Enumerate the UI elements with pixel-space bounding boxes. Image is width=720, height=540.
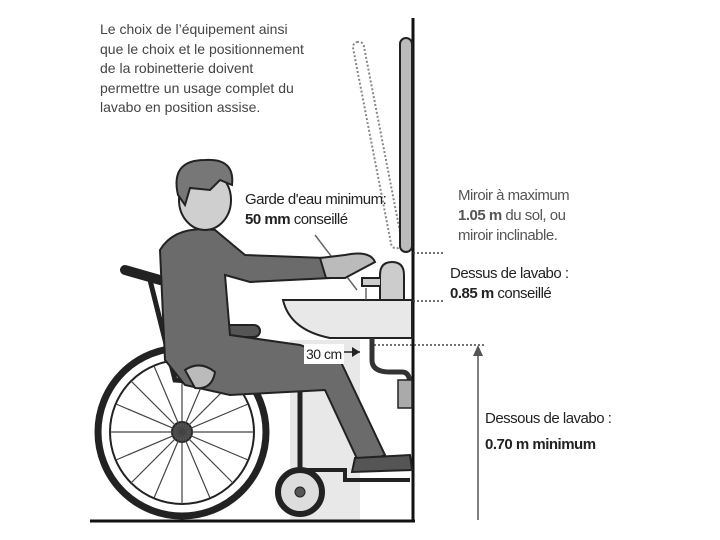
mirror-line1: Miroir à maximum — [458, 187, 570, 204]
water-guard-line2: 50 mm conseillé — [245, 210, 386, 230]
sink-top-line2: 0.85 m conseillé — [450, 284, 569, 304]
mirror-line3: miroir inclinable. — [458, 227, 558, 244]
faucet — [379, 260, 405, 301]
sink-bottom-line2: 0.70 m minimum — [485, 436, 596, 453]
sink-top-value: 0.85 m — [450, 285, 494, 302]
knee-clearance-label: 30 cm — [304, 344, 344, 364]
mirror-label: Miroir à maximum 1.05 m du sol, ou miroi… — [458, 186, 570, 246]
intro-line: de la robinetterie doivent — [100, 60, 254, 76]
water-guard-suffix: conseillé — [290, 211, 348, 228]
intro-text: Le choix de l’équipement ainsi que le ch… — [100, 20, 304, 118]
intro-line: Le choix de l’équipement ainsi — [100, 21, 288, 37]
mirror-suffix: du sol, ou — [501, 207, 566, 224]
person — [158, 158, 414, 474]
sink-top-label: Dessus de lavabo : 0.85 m conseillé — [450, 264, 569, 304]
inclined-mirror — [351, 40, 404, 250]
sink-top-line1: Dessus de lavabo : — [450, 265, 569, 282]
mirror — [399, 37, 413, 253]
sink-bottom-label: Dessous de lavabo : 0.70 m minimum — [485, 406, 612, 458]
arrow-head — [473, 345, 483, 356]
mirror-value: 1.05 m — [458, 207, 502, 224]
faucet-spout — [361, 277, 380, 287]
sink-bottom-line1: Dessous de lavabo : — [485, 410, 612, 427]
sink — [281, 299, 413, 339]
water-guard-line1: Garde d'eau minimum: — [245, 191, 387, 208]
intro-line: lavabo en position assise. — [100, 99, 261, 115]
sink-top-suffix: conseillé — [493, 285, 552, 302]
arrow-right-head — [352, 347, 360, 357]
water-guard-label: Garde d'eau minimum: 50 mm conseillé — [245, 190, 387, 230]
intro-line: permettre un usage complet du — [100, 79, 294, 96]
intro-line: que le choix et le positionnement — [100, 40, 304, 57]
water-guard-value: 50 mm — [245, 211, 291, 228]
mirror-line2: 1.05 m du sol, ou — [458, 206, 569, 226]
drain-trap — [397, 379, 413, 409]
